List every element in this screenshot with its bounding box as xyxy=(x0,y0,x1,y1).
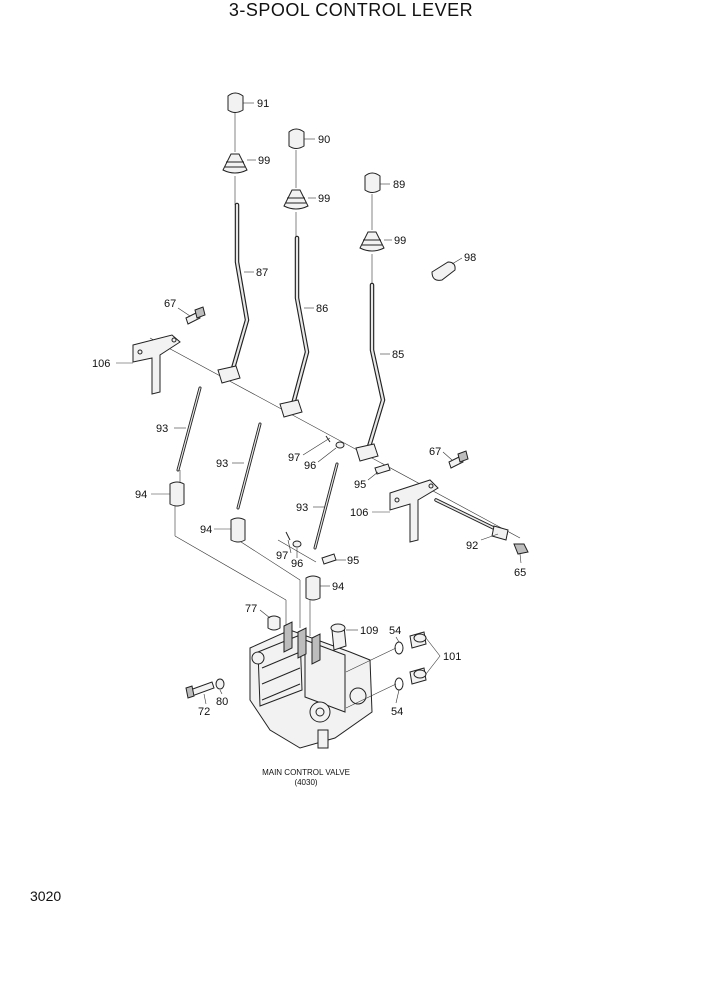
knob-90 xyxy=(288,128,305,149)
label-96-b: 96 xyxy=(291,558,303,570)
boot-99-c xyxy=(359,231,385,252)
label-54-b: 54 xyxy=(391,706,403,718)
shaft-92 xyxy=(434,498,509,541)
fitting-101-b xyxy=(409,667,427,685)
label-94-c: 94 xyxy=(332,581,344,593)
label-95-b: 95 xyxy=(347,555,359,567)
label-94-b: 94 xyxy=(200,524,212,536)
label-91: 91 xyxy=(257,98,269,110)
pin-95-b xyxy=(321,553,337,565)
knob-89 xyxy=(364,172,381,193)
valve-caption-line2: (4030) xyxy=(294,778,317,787)
boot-94-b xyxy=(230,517,246,543)
washer-96-b xyxy=(292,540,302,548)
label-94-a: 94 xyxy=(135,489,147,501)
label-93-a: 93 xyxy=(156,423,168,435)
pad-98 xyxy=(431,261,456,281)
label-90: 90 xyxy=(318,134,330,146)
page-number: 3020 xyxy=(30,888,62,904)
label-89: 89 xyxy=(393,179,405,191)
label-101: 101 xyxy=(443,651,461,663)
link-93-c xyxy=(313,462,339,550)
label-95-a: 95 xyxy=(354,479,366,491)
label-97-b: 97 xyxy=(276,550,288,562)
main-control-valve xyxy=(249,621,373,749)
leader-lines xyxy=(116,102,522,709)
label-98: 98 xyxy=(464,252,476,264)
bracket-106-a xyxy=(132,334,181,395)
boot-94-a xyxy=(169,481,185,507)
oring-54-a xyxy=(394,641,404,655)
washer-96-a xyxy=(335,441,345,449)
label-77: 77 xyxy=(245,603,257,615)
bracket-106-b xyxy=(389,479,439,543)
nut-65 xyxy=(513,543,529,555)
oring-54-b xyxy=(394,677,404,691)
lever-86 xyxy=(289,235,310,411)
label-67-a: 67 xyxy=(164,298,176,310)
label-93-c: 93 xyxy=(296,502,308,514)
pin-95-a xyxy=(374,463,391,475)
fitting-101-a xyxy=(409,631,427,649)
valve-caption-line1: MAIN CONTROL VALVE xyxy=(262,768,350,777)
label-67-b: 67 xyxy=(429,446,441,458)
label-54-a: 54 xyxy=(389,625,401,637)
label-97-a: 97 xyxy=(288,452,300,464)
boot-94-c xyxy=(305,575,321,601)
label-72: 72 xyxy=(198,706,210,718)
label-92: 92 xyxy=(466,540,478,552)
label-99-c: 99 xyxy=(394,235,406,247)
label-99-a: 99 xyxy=(258,155,270,167)
label-87: 87 xyxy=(256,267,268,279)
bolt-67-a xyxy=(185,306,206,325)
label-96-a: 96 xyxy=(304,460,316,472)
washer-80 xyxy=(215,678,225,690)
label-65: 65 xyxy=(514,567,526,579)
clip-97-b xyxy=(285,531,291,541)
label-80: 80 xyxy=(216,696,228,708)
pivot-blocks xyxy=(217,365,379,462)
label-85: 85 xyxy=(392,349,404,361)
part-labels: 91 90 89 99 99 99 98 87 86 85 67 67 106 … xyxy=(92,98,526,718)
lever-85 xyxy=(365,282,386,453)
knob-91 xyxy=(227,92,244,113)
label-93-b: 93 xyxy=(216,458,228,470)
link-93-b xyxy=(236,422,262,510)
bolt-67-b xyxy=(448,450,469,469)
label-86: 86 xyxy=(316,303,328,315)
boot-99-a xyxy=(222,153,248,174)
page-title: 3-SPOOL CONTROL LEVER xyxy=(228,0,474,20)
boot-99-b xyxy=(283,189,309,210)
label-106-a: 106 xyxy=(92,358,110,370)
lever-87 xyxy=(229,202,250,375)
label-99-b: 99 xyxy=(318,193,330,205)
cap-77 xyxy=(267,615,281,631)
label-106-b: 106 xyxy=(350,507,368,519)
link-93-a xyxy=(176,386,202,472)
label-109: 109 xyxy=(360,625,378,637)
bolt-72 xyxy=(185,681,215,699)
